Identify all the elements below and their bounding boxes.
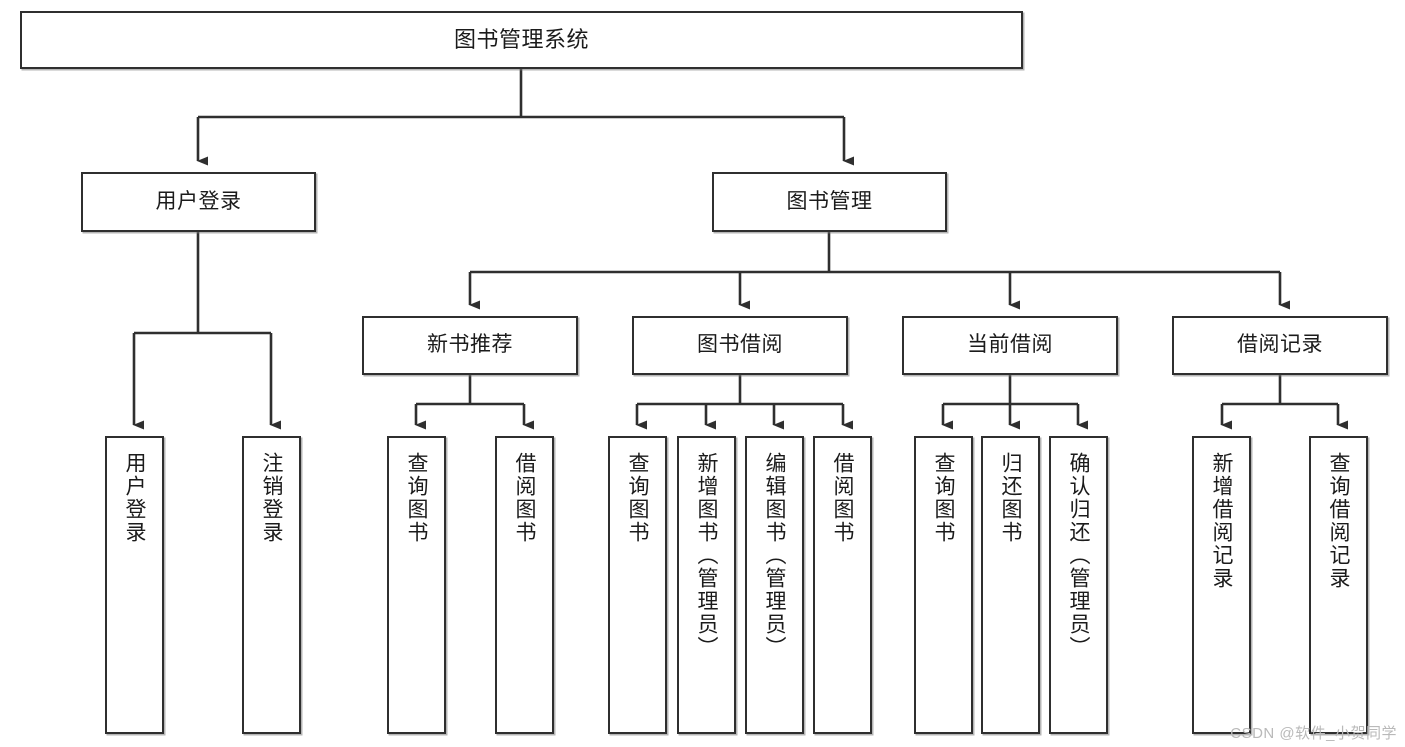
node-label: 用户登录 [123, 452, 146, 544]
node-label: 归还图书 [999, 452, 1022, 544]
node-root-system[interactable]: 图书管理系统 [20, 11, 1023, 69]
node-label: 借阅图书 [831, 452, 854, 544]
node-book-management[interactable]: 图书管理 [712, 172, 947, 232]
leaf-book-borrow-edit[interactable]: 编辑图书（管理员） [745, 436, 804, 734]
node-label: 查询借阅记录 [1327, 452, 1350, 590]
node-label: 新增图书（管理员） [695, 452, 718, 659]
leaf-book-borrow-add[interactable]: 新增图书（管理员） [677, 436, 736, 734]
leaf-new-book-query[interactable]: 查询图书 [387, 436, 446, 734]
leaf-new-book-borrow[interactable]: 借阅图书 [495, 436, 554, 734]
node-new-book-recommend[interactable]: 新书推荐 [362, 316, 578, 375]
node-book-borrow[interactable]: 图书借阅 [632, 316, 848, 375]
node-label: 图书管理系统 [453, 27, 589, 53]
node-borrow-record[interactable]: 借阅记录 [1172, 316, 1388, 375]
leaf-user-login-signout[interactable]: 注销登录 [242, 436, 301, 734]
node-label: 借阅记录 [1237, 333, 1323, 357]
leaf-borrow-record-add[interactable]: 新增借阅记录 [1192, 436, 1251, 734]
leaf-user-login-signin[interactable]: 用户登录 [105, 436, 164, 734]
node-current-borrow[interactable]: 当前借阅 [902, 316, 1118, 375]
node-label: 注销登录 [260, 452, 283, 544]
node-label: 借阅图书 [513, 452, 536, 544]
node-label: 图书借阅 [697, 333, 783, 357]
node-label: 查询图书 [626, 452, 649, 544]
leaf-book-borrow-lend[interactable]: 借阅图书 [813, 436, 872, 734]
node-label: 当前借阅 [967, 333, 1053, 357]
watermark-text: CSDN @软件_小贺同学 [1230, 725, 1397, 742]
node-label: 新增借阅记录 [1210, 452, 1233, 590]
node-label: 图书管理 [786, 189, 873, 213]
node-label: 确认归还（管理员） [1067, 452, 1090, 659]
leaf-current-borrow-query[interactable]: 查询图书 [914, 436, 973, 734]
node-label: 查询图书 [405, 452, 428, 544]
node-user-login[interactable]: 用户登录 [81, 172, 316, 232]
node-label: 查询图书 [932, 452, 955, 544]
leaf-borrow-record-query[interactable]: 查询借阅记录 [1309, 436, 1368, 734]
leaf-current-borrow-return[interactable]: 归还图书 [981, 436, 1040, 734]
leaf-book-borrow-query[interactable]: 查询图书 [608, 436, 667, 734]
node-label: 编辑图书（管理员） [763, 452, 786, 659]
node-label: 用户登录 [155, 189, 242, 213]
leaf-current-borrow-confirm-return[interactable]: 确认归还（管理员） [1049, 436, 1108, 734]
node-label: 新书推荐 [427, 333, 513, 357]
